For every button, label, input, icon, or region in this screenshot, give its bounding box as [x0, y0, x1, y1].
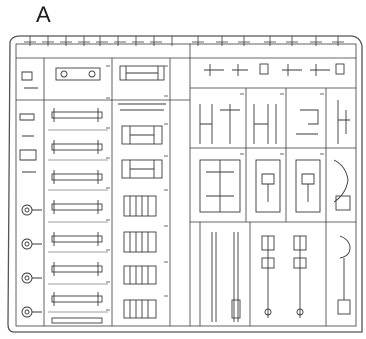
rod-part — [51, 262, 103, 276]
long-rod — [211, 232, 217, 322]
rod-part — [55, 67, 101, 81]
bracket-part — [121, 125, 163, 145]
vertical-runners — [43, 44, 327, 326]
rod-parts-column — [48, 67, 108, 324]
rod-part — [51, 140, 103, 154]
bracket-part — [118, 103, 166, 111]
top-gate-tabs — [24, 36, 344, 46]
rod-part — [51, 232, 103, 246]
rod-part — [51, 170, 103, 184]
rod-part — [51, 292, 103, 306]
long-rod — [261, 235, 275, 318]
panel-label: A — [36, 2, 51, 27]
long-rod — [293, 235, 307, 318]
bracket-part — [123, 265, 157, 285]
part-number-marks — [106, 65, 324, 311]
long-rod — [231, 232, 241, 322]
rod-part — [51, 317, 103, 324]
bracket-part — [121, 159, 163, 179]
hook-part — [337, 235, 351, 315]
horizontal-runners — [16, 57, 356, 223]
bracket-part — [123, 231, 157, 253]
rod-part — [51, 108, 103, 122]
bracket-part — [123, 195, 157, 217]
left-column-parts — [19, 71, 42, 318]
bracket-part — [119, 65, 165, 81]
upper-right-fittings — [199, 63, 351, 213]
sprue-frame — [7, 35, 363, 333]
bracket-part — [123, 299, 157, 319]
bracket-parts-column — [118, 65, 166, 319]
rod-part — [51, 200, 103, 214]
lower-right-rods — [211, 232, 351, 322]
